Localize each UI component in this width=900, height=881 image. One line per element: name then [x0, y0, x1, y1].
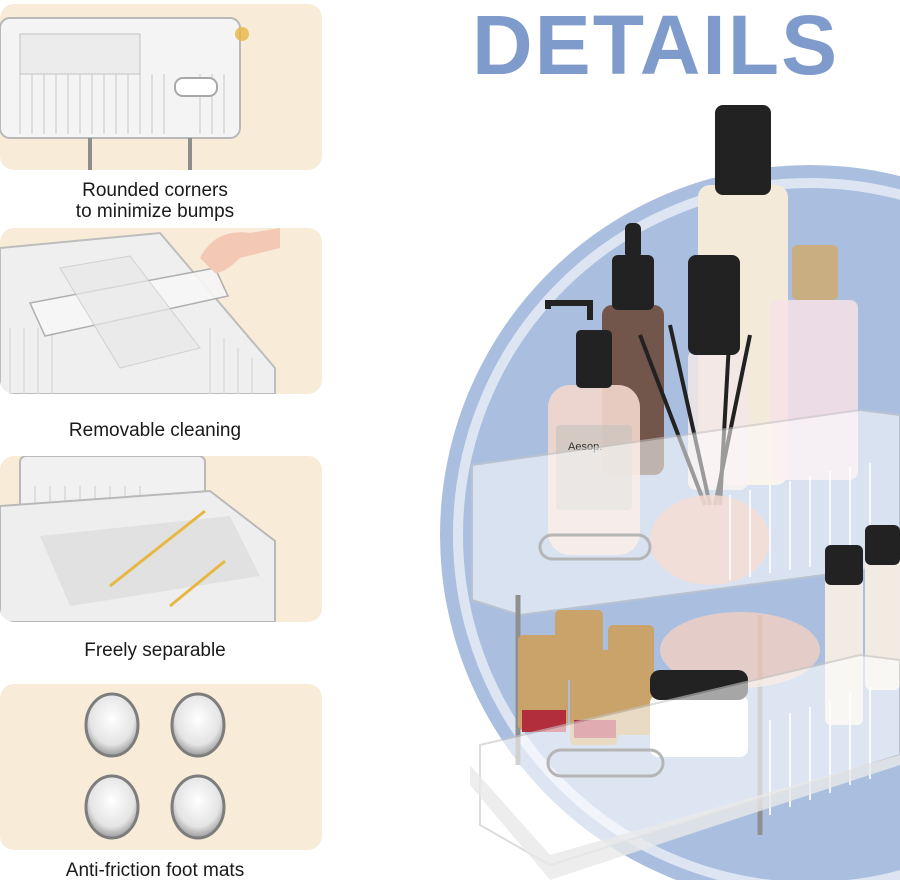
feature-caption-freely-separable: Freely separable	[0, 640, 310, 661]
foot-mat-3	[84, 774, 140, 840]
feature-caption-foot-mats: Anti-friction foot mats	[0, 860, 310, 881]
rounded-corner-icon	[0, 17, 249, 170]
feature-caption-removable-cleaning: Removable cleaning	[0, 420, 310, 441]
foot-mat-2	[170, 692, 226, 758]
caption-line: to minimize bumps	[75, 201, 235, 222]
caption-line: Removable cleaning	[68, 420, 242, 441]
feature-panel-rounded-corners	[0, 4, 322, 170]
caption-line: Anti-friction foot mats	[65, 860, 245, 881]
feature-panel-freely-separable	[0, 456, 322, 622]
feature-panel-removable-cleaning	[0, 228, 322, 394]
organizer-product-icon: Aesop.	[440, 105, 900, 880]
divider-removal-icon	[0, 228, 280, 394]
stacked-trays-icon	[0, 456, 276, 622]
caption-line: Freely separable	[84, 640, 226, 661]
caption-line: Rounded corners	[82, 180, 228, 201]
foot-mat-4	[170, 774, 226, 840]
foot-mat-1	[84, 692, 140, 758]
page-title: DETAILS	[472, 0, 840, 92]
foot-mat-icon	[84, 692, 226, 840]
feature-panel-foot-mats	[0, 684, 322, 850]
feature-caption-rounded-corners: Rounded corners to minimize bumps	[0, 180, 310, 222]
